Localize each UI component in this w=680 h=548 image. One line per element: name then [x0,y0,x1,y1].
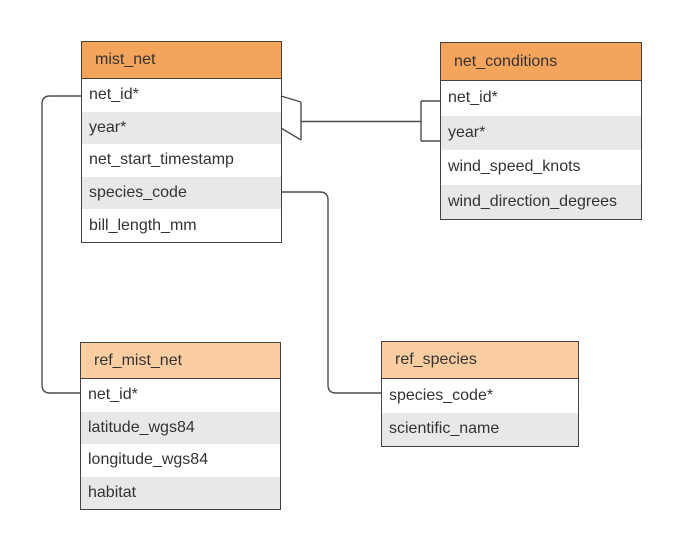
table-ref-species-title: ref_species [382,342,578,379]
row-ref-mist-net-latitude-wgs84: latitude_wgs84 [81,411,280,445]
row-mist-net-net-id: net_id* [89,86,139,104]
row-ref-mist-net-longitude-wgs84: longitude_wgs84 [88,451,209,469]
row-ref-mist-net-habitat: habitat [81,476,280,510]
table-mist-net: mist_net net_id* year* net_start_timesta… [81,41,282,243]
row-mist-net-species-code: species_code [82,176,281,210]
row-net-conditions-year: year* [441,115,641,150]
row-net-conditions-wind-speed-knots: wind_speed_knots [448,158,581,176]
edge-mist-net-to-ref-species [282,191,382,394]
edge-mist-net-to-net-conditions [280,95,441,142]
row-mist-net-net-start-timestamp: net_start_timestamp [89,151,234,169]
row-mist-net-year: year* [82,111,281,145]
table-ref-mist-net: ref_mist_net net_id* latitude_wgs84 long… [80,342,281,511]
table-ref-mist-net-title: ref_mist_net [81,343,280,379]
table-net-conditions-title: net_conditions [441,43,641,81]
row-net-conditions-net-id: net_id* [448,89,498,107]
edge-mist-net-to-ref-mist-net [41,95,81,394]
row-ref-species-species-code: species_code* [389,386,494,404]
table-ref-species: ref_species species_code* scientific_nam… [381,341,579,447]
row-mist-net-bill-length-mm: bill_length_mm [89,216,197,234]
table-net-conditions: net_conditions net_id* year* wind_speed_… [440,42,642,220]
row-net-conditions-wind-direction-degrees: wind_direction_degrees [441,184,641,219]
row-ref-species-scientific-name: scientific_name [382,412,578,446]
row-ref-mist-net-net-id: net_id* [88,386,138,404]
table-mist-net-title: mist_net [82,42,281,79]
